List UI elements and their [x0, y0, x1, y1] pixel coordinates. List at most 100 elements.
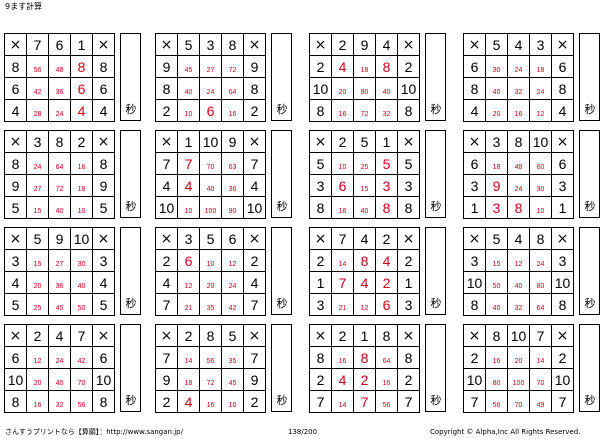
- time-entry-box[interactable]: [271, 227, 292, 315]
- answer-cell[interactable]: 10: [199, 249, 222, 272]
- answer-cell[interactable]: 80: [485, 368, 508, 391]
- answer-cell[interactable]: 70: [70, 368, 93, 391]
- answer-cell[interactable]: 18: [70, 174, 93, 197]
- answer-cell[interactable]: 50: [485, 271, 508, 294]
- answer-cell[interactable]: 4: [353, 271, 376, 294]
- answer-cell[interactable]: 30: [485, 55, 508, 78]
- answer-cell[interactable]: 20: [26, 271, 49, 294]
- answer-cell[interactable]: 45: [177, 55, 200, 78]
- answer-cell[interactable]: 24: [507, 174, 530, 197]
- answer-cell[interactable]: 16: [331, 346, 354, 369]
- answer-cell[interactable]: 21: [331, 293, 354, 316]
- time-entry-box[interactable]: [120, 227, 141, 315]
- answer-cell[interactable]: 40: [353, 196, 376, 219]
- answer-cell[interactable]: 14: [331, 249, 354, 272]
- answer-cell[interactable]: 64: [529, 293, 552, 316]
- answer-cell[interactable]: 4: [331, 55, 354, 78]
- answer-cell[interactable]: 20: [485, 99, 508, 122]
- answer-cell[interactable]: 56: [26, 55, 49, 78]
- answer-cell[interactable]: 7: [331, 271, 354, 294]
- answer-cell[interactable]: 20: [331, 77, 354, 100]
- answer-cell[interactable]: 10: [177, 196, 200, 219]
- time-entry-box[interactable]: [120, 324, 141, 412]
- answer-cell[interactable]: 12: [26, 346, 49, 369]
- answer-cell[interactable]: 18: [529, 55, 552, 78]
- answer-cell[interactable]: 7: [353, 390, 376, 413]
- answer-cell[interactable]: 4: [331, 368, 354, 391]
- answer-cell[interactable]: 16: [485, 346, 508, 369]
- answer-cell[interactable]: 56: [485, 390, 508, 413]
- answer-cell[interactable]: 64: [375, 346, 398, 369]
- answer-cell[interactable]: 35: [199, 293, 222, 316]
- answer-cell[interactable]: 20: [199, 271, 222, 294]
- answer-cell[interactable]: 25: [353, 152, 376, 175]
- answer-cell[interactable]: 16: [507, 99, 530, 122]
- answer-cell[interactable]: 24: [529, 249, 552, 272]
- answer-cell[interactable]: 72: [221, 55, 244, 78]
- answer-cell[interactable]: 56: [199, 346, 222, 369]
- answer-cell[interactable]: 4: [177, 174, 200, 197]
- answer-cell[interactable]: 16: [70, 152, 93, 175]
- answer-cell[interactable]: 60: [529, 152, 552, 175]
- answer-cell[interactable]: 36: [48, 77, 71, 100]
- answer-cell[interactable]: 40: [70, 271, 93, 294]
- answer-cell[interactable]: 48: [48, 55, 71, 78]
- answer-cell[interactable]: 16: [199, 390, 222, 413]
- answer-cell[interactable]: 4: [375, 249, 398, 272]
- answer-cell[interactable]: 15: [26, 249, 49, 272]
- answer-cell[interactable]: 24: [48, 99, 71, 122]
- answer-cell[interactable]: 25: [26, 293, 49, 316]
- answer-cell[interactable]: 40: [177, 77, 200, 100]
- answer-cell[interactable]: 16: [331, 196, 354, 219]
- answer-cell[interactable]: 24: [26, 152, 49, 175]
- answer-cell[interactable]: 40: [375, 77, 398, 100]
- answer-cell[interactable]: 32: [507, 293, 530, 316]
- answer-cell[interactable]: 14: [331, 390, 354, 413]
- time-entry-box[interactable]: [271, 324, 292, 412]
- answer-cell[interactable]: 40: [485, 293, 508, 316]
- answer-cell[interactable]: 21: [177, 293, 200, 316]
- answer-cell[interactable]: 24: [221, 271, 244, 294]
- answer-cell[interactable]: 12: [177, 271, 200, 294]
- answer-cell[interactable]: 12: [221, 249, 244, 272]
- answer-cell[interactable]: 27: [48, 249, 71, 272]
- answer-cell[interactable]: 16: [375, 368, 398, 391]
- time-entry-box[interactable]: [425, 33, 446, 121]
- answer-cell[interactable]: 15: [353, 174, 376, 197]
- answer-cell[interactable]: 32: [48, 390, 71, 413]
- answer-cell[interactable]: 28: [26, 99, 49, 122]
- answer-cell[interactable]: 80: [529, 271, 552, 294]
- answer-cell[interactable]: 32: [375, 99, 398, 122]
- answer-cell[interactable]: 40: [48, 368, 71, 391]
- answer-cell[interactable]: 70: [507, 390, 530, 413]
- answer-cell[interactable]: 10: [529, 196, 552, 219]
- answer-cell[interactable]: 2: [353, 368, 376, 391]
- answer-cell[interactable]: 40: [507, 271, 530, 294]
- answer-cell[interactable]: 40: [199, 174, 222, 197]
- time-entry-box[interactable]: [120, 33, 141, 121]
- answer-cell[interactable]: 3: [485, 196, 508, 219]
- time-entry-box[interactable]: [271, 33, 292, 121]
- answer-cell[interactable]: 8: [375, 196, 398, 219]
- answer-cell[interactable]: 18: [485, 152, 508, 175]
- answer-cell[interactable]: 8: [70, 55, 93, 78]
- answer-cell[interactable]: 9: [485, 174, 508, 197]
- answer-cell[interactable]: 42: [70, 346, 93, 369]
- answer-cell[interactable]: 24: [507, 55, 530, 78]
- answer-cell[interactable]: 72: [48, 174, 71, 197]
- answer-cell[interactable]: 30: [529, 174, 552, 197]
- answer-cell[interactable]: 27: [199, 55, 222, 78]
- time-entry-box[interactable]: [425, 227, 446, 315]
- answer-cell[interactable]: 12: [529, 99, 552, 122]
- answer-cell[interactable]: 100: [199, 196, 222, 219]
- answer-cell[interactable]: 8: [375, 55, 398, 78]
- answer-cell[interactable]: 45: [221, 368, 244, 391]
- answer-cell[interactable]: 18: [177, 368, 200, 391]
- answer-cell[interactable]: 20: [26, 368, 49, 391]
- answer-cell[interactable]: 36: [48, 271, 71, 294]
- answer-cell[interactable]: 4: [70, 99, 93, 122]
- answer-cell[interactable]: 14: [529, 346, 552, 369]
- answer-cell[interactable]: 6: [331, 174, 354, 197]
- answer-cell[interactable]: 6: [177, 249, 200, 272]
- answer-cell[interactable]: 6: [70, 77, 93, 100]
